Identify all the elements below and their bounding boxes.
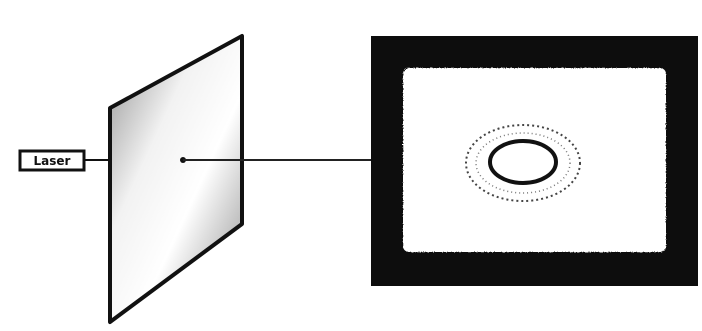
screen-inner [403, 68, 666, 252]
laser-label: Laser [34, 154, 71, 168]
diffraction-plate [110, 36, 242, 322]
observation-screen [371, 36, 698, 286]
laser-source: Laser [20, 151, 84, 170]
